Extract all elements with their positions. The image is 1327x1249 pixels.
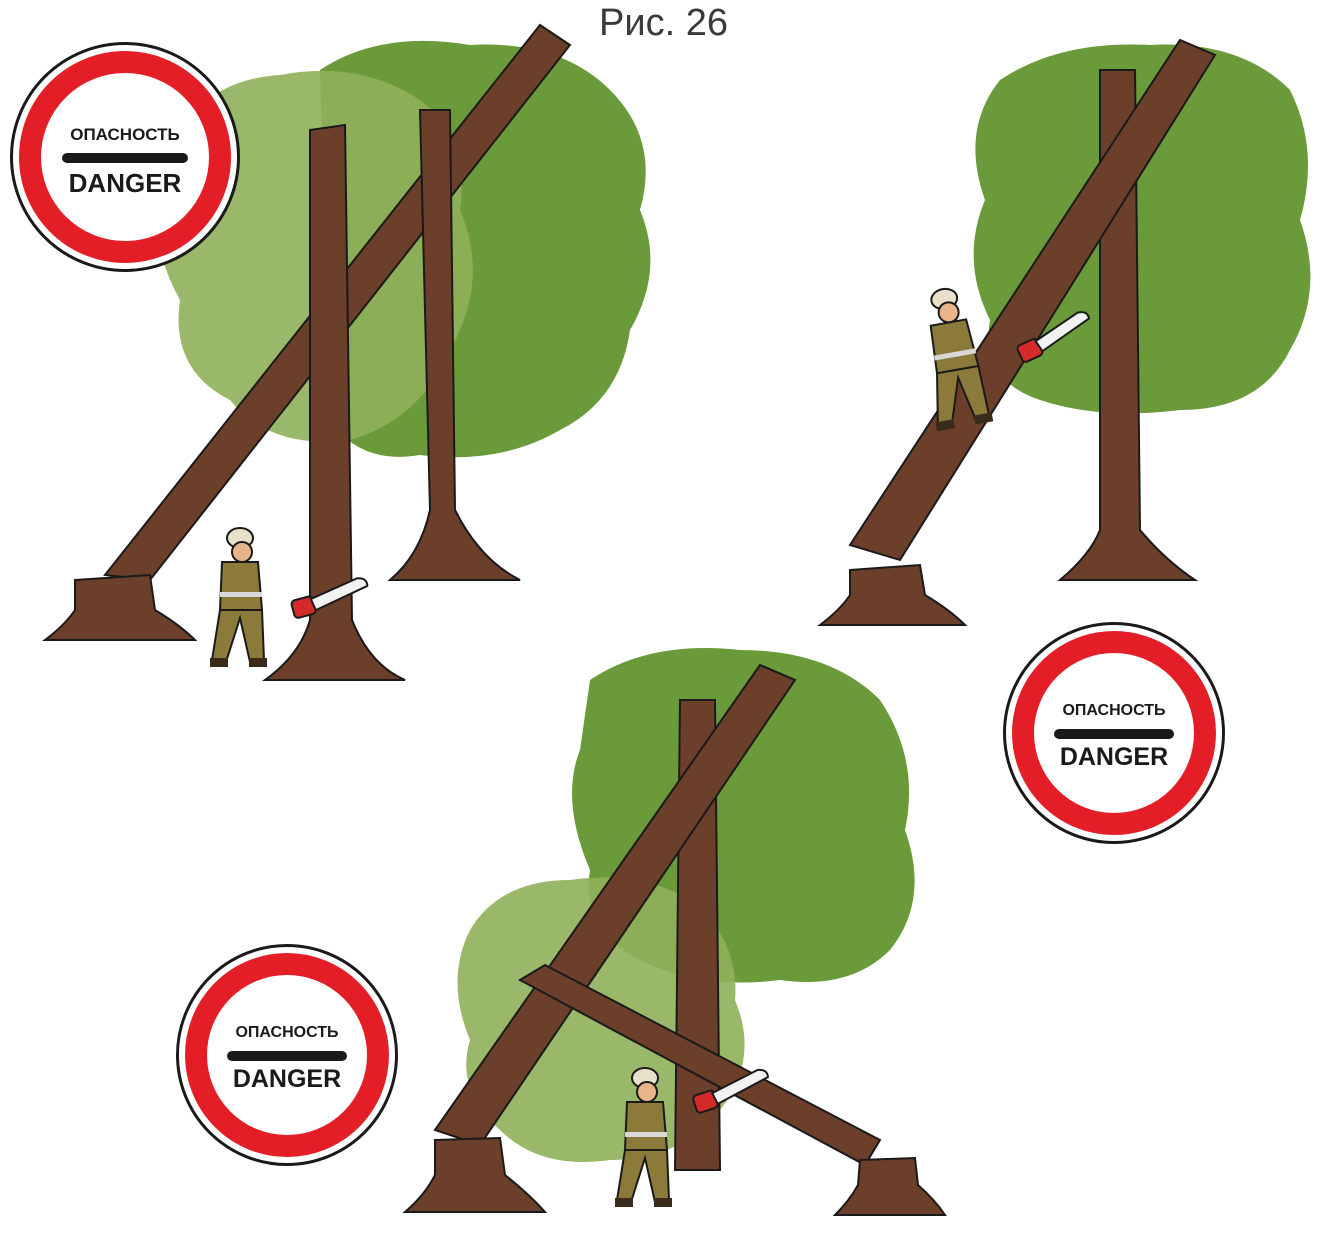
stump <box>820 565 965 625</box>
scene-2 <box>820 40 1310 625</box>
worker-icon <box>210 528 267 667</box>
sign-top-text: ОПАСНОСТЬ <box>1006 702 1222 720</box>
sign-bar <box>62 153 187 163</box>
sign-bar <box>1054 729 1175 739</box>
sign-top-text: ОПАСНОСТЬ <box>13 125 237 145</box>
sign-bar <box>227 1051 348 1061</box>
sign-bottom-text: DANGER <box>1006 743 1222 772</box>
danger-sign-icon: ОПАСНОСТЬ DANGER <box>1003 622 1225 844</box>
sign-bottom-text: DANGER <box>179 1065 395 1094</box>
sign-top-text: ОПАСНОСТЬ <box>179 1024 395 1042</box>
stump <box>45 575 195 640</box>
sign-bottom-text: DANGER <box>13 168 237 199</box>
stump-right <box>835 1158 945 1215</box>
scene-3 <box>405 648 945 1215</box>
stump-left <box>405 1138 545 1212</box>
danger-sign-icon: ОПАСНОСТЬ DANGER <box>10 42 240 272</box>
danger-sign-icon: ОПАСНОСТЬ DANGER <box>176 944 398 1166</box>
